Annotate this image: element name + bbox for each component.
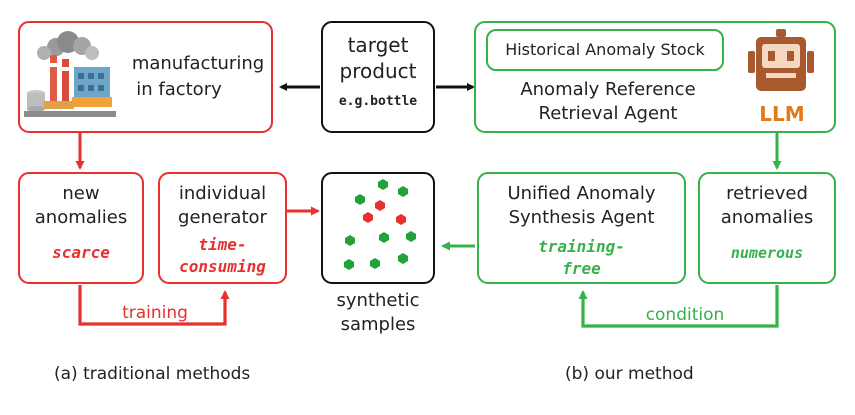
new-anomalies-tag: scarce — [52, 243, 110, 262]
new-anomalies-line-1: new — [62, 183, 100, 204]
normal-sample-dot — [355, 194, 365, 205]
generator-tag-2: consuming — [179, 257, 266, 276]
robot-icon — [748, 29, 814, 91]
retrieval-agent-box: Historical Anomaly Stock Anomaly Referen… — [474, 21, 836, 133]
target-line-1: target — [347, 33, 409, 57]
generator-tag-1: time- — [198, 235, 247, 254]
unified-tag-2: free — [562, 259, 601, 278]
target-line-2: product — [339, 59, 417, 83]
generator-line-1: individual — [178, 183, 267, 204]
new-anomalies-box: new anomalies scarce — [18, 172, 144, 284]
factory-label-2: in factory — [136, 79, 222, 100]
normal-sample-dot — [345, 235, 355, 246]
caption-traditional: (a) traditional methods — [54, 364, 251, 384]
synthetic-samples-box — [321, 172, 435, 284]
samples-label-1: synthetic — [336, 290, 420, 311]
normal-sample-dot — [406, 231, 416, 242]
historical-stock-label: Historical Anomaly Stock — [505, 40, 705, 59]
normal-sample-dot — [370, 258, 380, 269]
caption-our-method: (b) our method — [565, 364, 694, 384]
factory-icon — [24, 31, 116, 117]
unified-line-2: Synthesis Agent — [508, 207, 655, 228]
sample-dots — [344, 179, 416, 270]
normal-sample-dot — [378, 179, 388, 190]
unified-line-1: Unified Anomaly — [507, 183, 656, 204]
factory-label-1: manufacturing — [131, 53, 265, 74]
individual-generator-box: individual generator time- consuming — [158, 172, 287, 284]
retrieved-line-1: retrieved — [726, 183, 808, 204]
normal-sample-dot — [398, 253, 408, 264]
condition-edge-label: condition — [645, 305, 725, 325]
llm-label: LLM — [759, 102, 805, 126]
generator-line-2: generator — [178, 207, 267, 228]
arrow-training-path — [78, 285, 230, 326]
agent-line-1: Anomaly Reference — [520, 79, 696, 100]
normal-sample-dot — [379, 232, 389, 243]
historical-stock-box: Historical Anomaly Stock — [486, 29, 724, 71]
retrieved-anomalies-box: retrieved anomalies numerous — [698, 172, 836, 284]
arrow-condition-path — [578, 285, 779, 328]
normal-sample-dot — [398, 186, 408, 197]
samples-label-2: samples — [340, 314, 416, 335]
anomaly-sample-dot — [363, 212, 373, 223]
unified-tag-1: training- — [538, 237, 625, 256]
anomaly-sample-dot — [375, 200, 385, 211]
target-example: e.g.bottle — [338, 94, 418, 109]
new-anomalies-line-2: anomalies — [34, 207, 128, 228]
retrieved-line-2: anomalies — [720, 207, 814, 228]
agent-line-2: Retrieval Agent — [538, 103, 678, 124]
training-edge-label: training — [122, 303, 188, 323]
factory-box: manufacturing in factory — [18, 21, 273, 133]
retrieved-tag: numerous — [730, 244, 804, 262]
normal-sample-dot — [344, 259, 354, 270]
unified-agent-box: Unified Anomaly Synthesis Agent training… — [477, 172, 686, 284]
target-product-box: target product e.g.bottle — [321, 21, 435, 133]
anomaly-sample-dot — [396, 214, 406, 225]
